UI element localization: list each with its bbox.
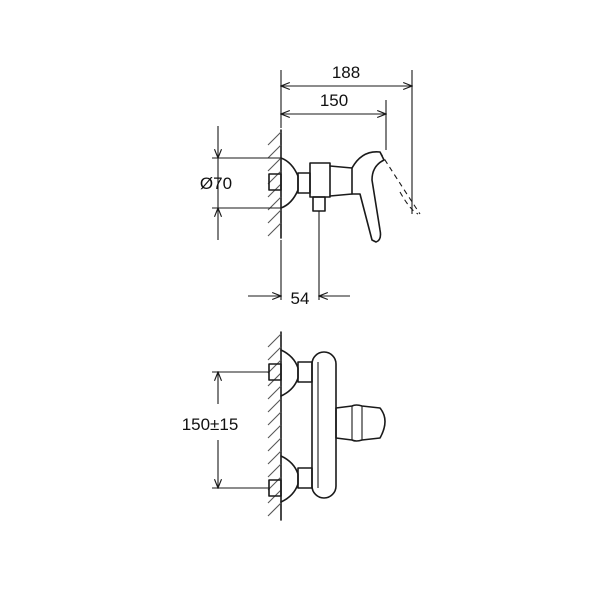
escutcheon [280,157,299,209]
dim-wall-to-outlet: 54 [291,289,310,308]
cartridge-housing [329,165,353,197]
upper-nut [297,361,313,383]
side-view: 188 150 Ø70 54 [200,63,421,308]
dim-lever-depth: 150 [320,91,348,110]
lower-escutcheon [280,455,299,503]
wall-connector [268,173,282,191]
dim-center-distance: 150±15 [182,415,239,434]
front-view: 150±15 [182,331,386,521]
eccentric-nut [297,172,311,194]
lower-nut [297,467,313,489]
wall-hatching-bottom [267,333,282,517]
lever-handle [351,151,385,243]
lever-front [335,404,386,442]
wall-hatching-top [267,131,282,237]
mixer-body-front [311,351,337,499]
dim-overall-depth: 188 [332,63,360,82]
lever-swing-outline [379,151,421,215]
upper-escutcheon [280,349,299,397]
dim-diameter: Ø70 [200,174,232,193]
outlet [312,196,326,212]
mixer-body [309,162,331,198]
